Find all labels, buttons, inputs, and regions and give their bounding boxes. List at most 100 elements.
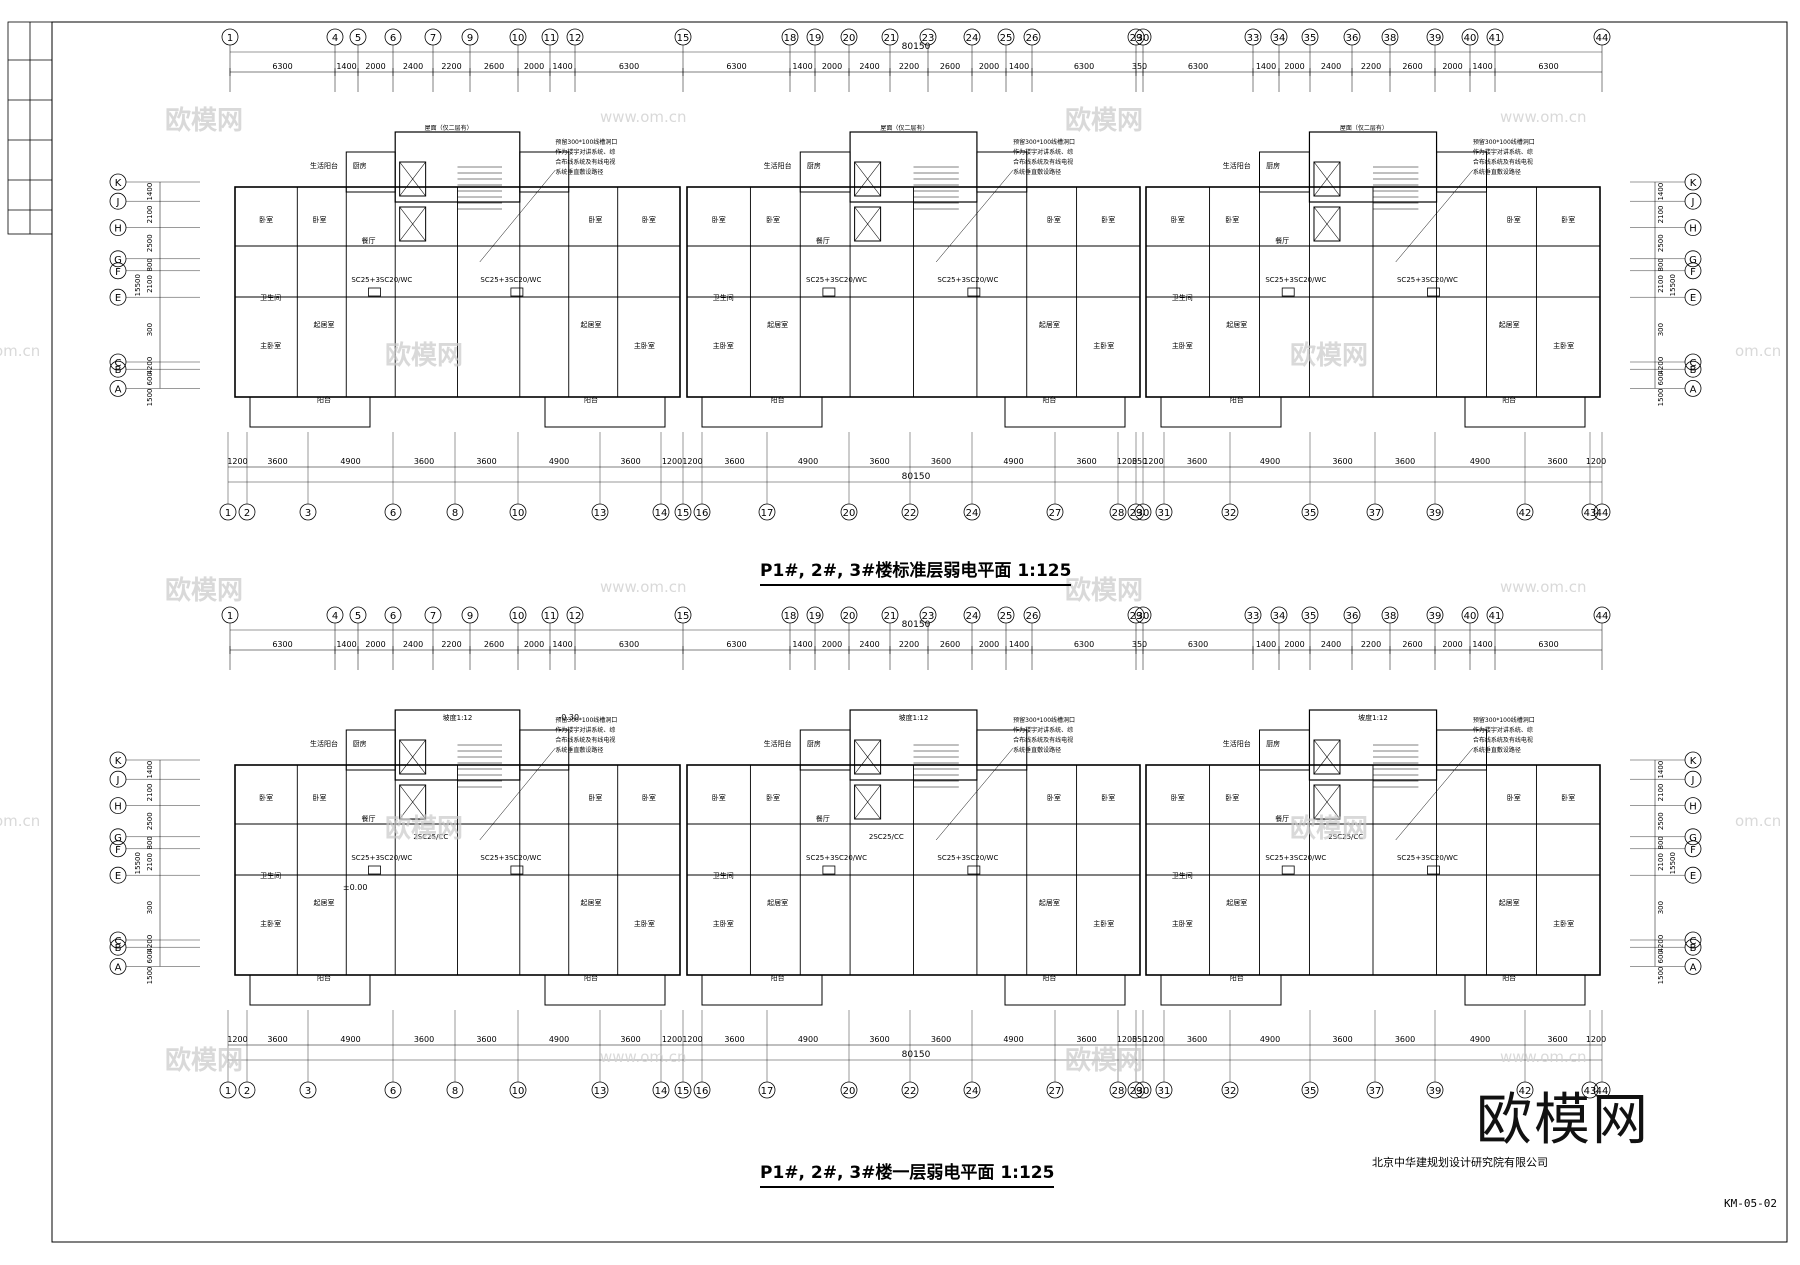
watermark-edge: om.cn — [0, 342, 41, 360]
axis-label: 1 — [227, 33, 233, 44]
row-label: E — [1690, 871, 1696, 882]
room-label: 厨房 — [1266, 161, 1280, 170]
side-dim: 2100 — [146, 205, 154, 223]
equipment-box — [368, 865, 381, 875]
axis-bubble — [384, 503, 402, 521]
axis-label: 31 — [1158, 1086, 1171, 1097]
axis-label: 34 — [1273, 33, 1286, 44]
dim-value: 1200 — [682, 1035, 702, 1044]
side-dim: 1500 — [146, 388, 154, 406]
kitchen — [799, 151, 851, 193]
axis-label: 26 — [1026, 611, 1039, 622]
elevator — [854, 784, 882, 820]
room-label: 起居室 — [1226, 898, 1247, 907]
room-label: 阳台 — [771, 395, 785, 404]
side-dim: 1500 — [1657, 388, 1665, 406]
axis-bubble — [219, 503, 237, 521]
room-label: 卧室 — [766, 215, 780, 224]
watermark: 欧模网 — [385, 814, 464, 844]
room-label: 厨房 — [807, 161, 821, 170]
axis-label: 27 — [1049, 508, 1062, 519]
dim-value: 3600 — [476, 457, 496, 466]
dim-value: 3600 — [620, 457, 640, 466]
balcony — [544, 974, 666, 1006]
note-line: 系统垂直敷设路径 — [1013, 168, 1061, 176]
axis-label: 9 — [467, 611, 473, 622]
plan-line — [935, 169, 1014, 263]
axis-bubble — [1426, 1081, 1444, 1099]
side-dim: 1400 — [1657, 761, 1665, 779]
dim-value: 2200 — [899, 62, 919, 71]
room-label: 阳台 — [771, 973, 785, 982]
axis-bubble — [1516, 503, 1534, 521]
axis-label: 20 — [843, 33, 856, 44]
room-label: 卧室 — [259, 793, 273, 802]
room-label: 起居室 — [314, 320, 335, 329]
row-label: K — [115, 178, 122, 189]
axis-label: 42 — [1519, 1086, 1532, 1097]
axis-label: 13 — [594, 1086, 607, 1097]
axis-bubble — [1366, 503, 1384, 521]
note-line: 系统垂直敷设路径 — [555, 746, 603, 754]
balcony — [249, 396, 371, 428]
axis-bubble — [299, 1081, 317, 1099]
dim-value: 6300 — [1074, 640, 1094, 649]
dim-value: 2000 — [1442, 62, 1462, 71]
axis-label: 17 — [761, 1086, 774, 1097]
dim-value: 1200 — [1586, 1035, 1606, 1044]
room-label: 生活阳台 — [764, 739, 792, 748]
building-unit-3: 卧室卧室餐厅起居室主卧室阳台卫生间厨房生活阳台卧室卧室起居室主卧室阳台SC25+… — [1145, 124, 1601, 428]
axis-label: 10 — [512, 508, 525, 519]
side-dim: 2100 — [1657, 205, 1665, 223]
axis-label: 21 — [884, 33, 897, 44]
axis-bubble — [758, 1081, 776, 1099]
axis-label: 30 — [1137, 508, 1150, 519]
dim-value: 3600 — [1076, 457, 1096, 466]
axis-bubble — [299, 503, 317, 521]
axis-label: 39 — [1429, 1086, 1442, 1097]
kitchen — [1436, 729, 1488, 771]
axis-label: 20 — [843, 1086, 856, 1097]
dim-value: 4900 — [549, 457, 569, 466]
side-dim: 1500 — [146, 966, 154, 984]
side-dim: 300 — [146, 901, 154, 914]
row-label: F — [1690, 845, 1696, 856]
side-total: 15500 — [134, 274, 142, 296]
axis-bubble — [1426, 503, 1444, 521]
axis-label: 6 — [390, 508, 396, 519]
axis-label: 22 — [904, 508, 917, 519]
room-label: 厨房 — [353, 161, 367, 170]
watermark: 欧模网 — [1065, 576, 1144, 606]
dim-value: 1200 — [1117, 457, 1137, 466]
room-label: 阳台 — [1042, 395, 1056, 404]
dim-value: 2000 — [979, 640, 999, 649]
dim-value: 1200 — [227, 1035, 247, 1044]
axis-label: 33 — [1247, 33, 1260, 44]
dim-value: 3600 — [724, 1035, 744, 1044]
axis-bubble — [1127, 503, 1145, 521]
dim-value: 2600 — [1402, 640, 1422, 649]
room-label: 卧室 — [1047, 215, 1061, 224]
room-label: 卧室 — [1561, 793, 1575, 802]
dim-value: 2000 — [822, 62, 842, 71]
room-label: 卧室 — [1101, 215, 1115, 224]
dim-value: 350 — [1132, 1035, 1147, 1044]
axis-bubble — [446, 1081, 464, 1099]
side-dim: 800 — [146, 258, 154, 271]
axis-bubble — [674, 503, 692, 521]
room-label: 生活阳台 — [1223, 161, 1251, 170]
ramp-label: 坡度1:12 — [1358, 713, 1388, 722]
roof-label: 屋面（仅二层有） — [425, 124, 473, 132]
room-label: 卧室 — [259, 215, 273, 224]
drawing-number: KM-05-02 — [1724, 1197, 1777, 1210]
room-label: 阳台 — [1502, 973, 1516, 982]
dim-value: 3600 — [1187, 1035, 1207, 1044]
dim-value: 2000 — [524, 640, 544, 649]
side-dim: 600 — [146, 950, 154, 963]
axis-label: 30 — [1137, 611, 1150, 622]
axis-label: 23 — [922, 611, 935, 622]
row-label: F — [1690, 267, 1696, 278]
axis-label: 16 — [696, 508, 709, 519]
room-label: 卧室 — [1171, 793, 1185, 802]
